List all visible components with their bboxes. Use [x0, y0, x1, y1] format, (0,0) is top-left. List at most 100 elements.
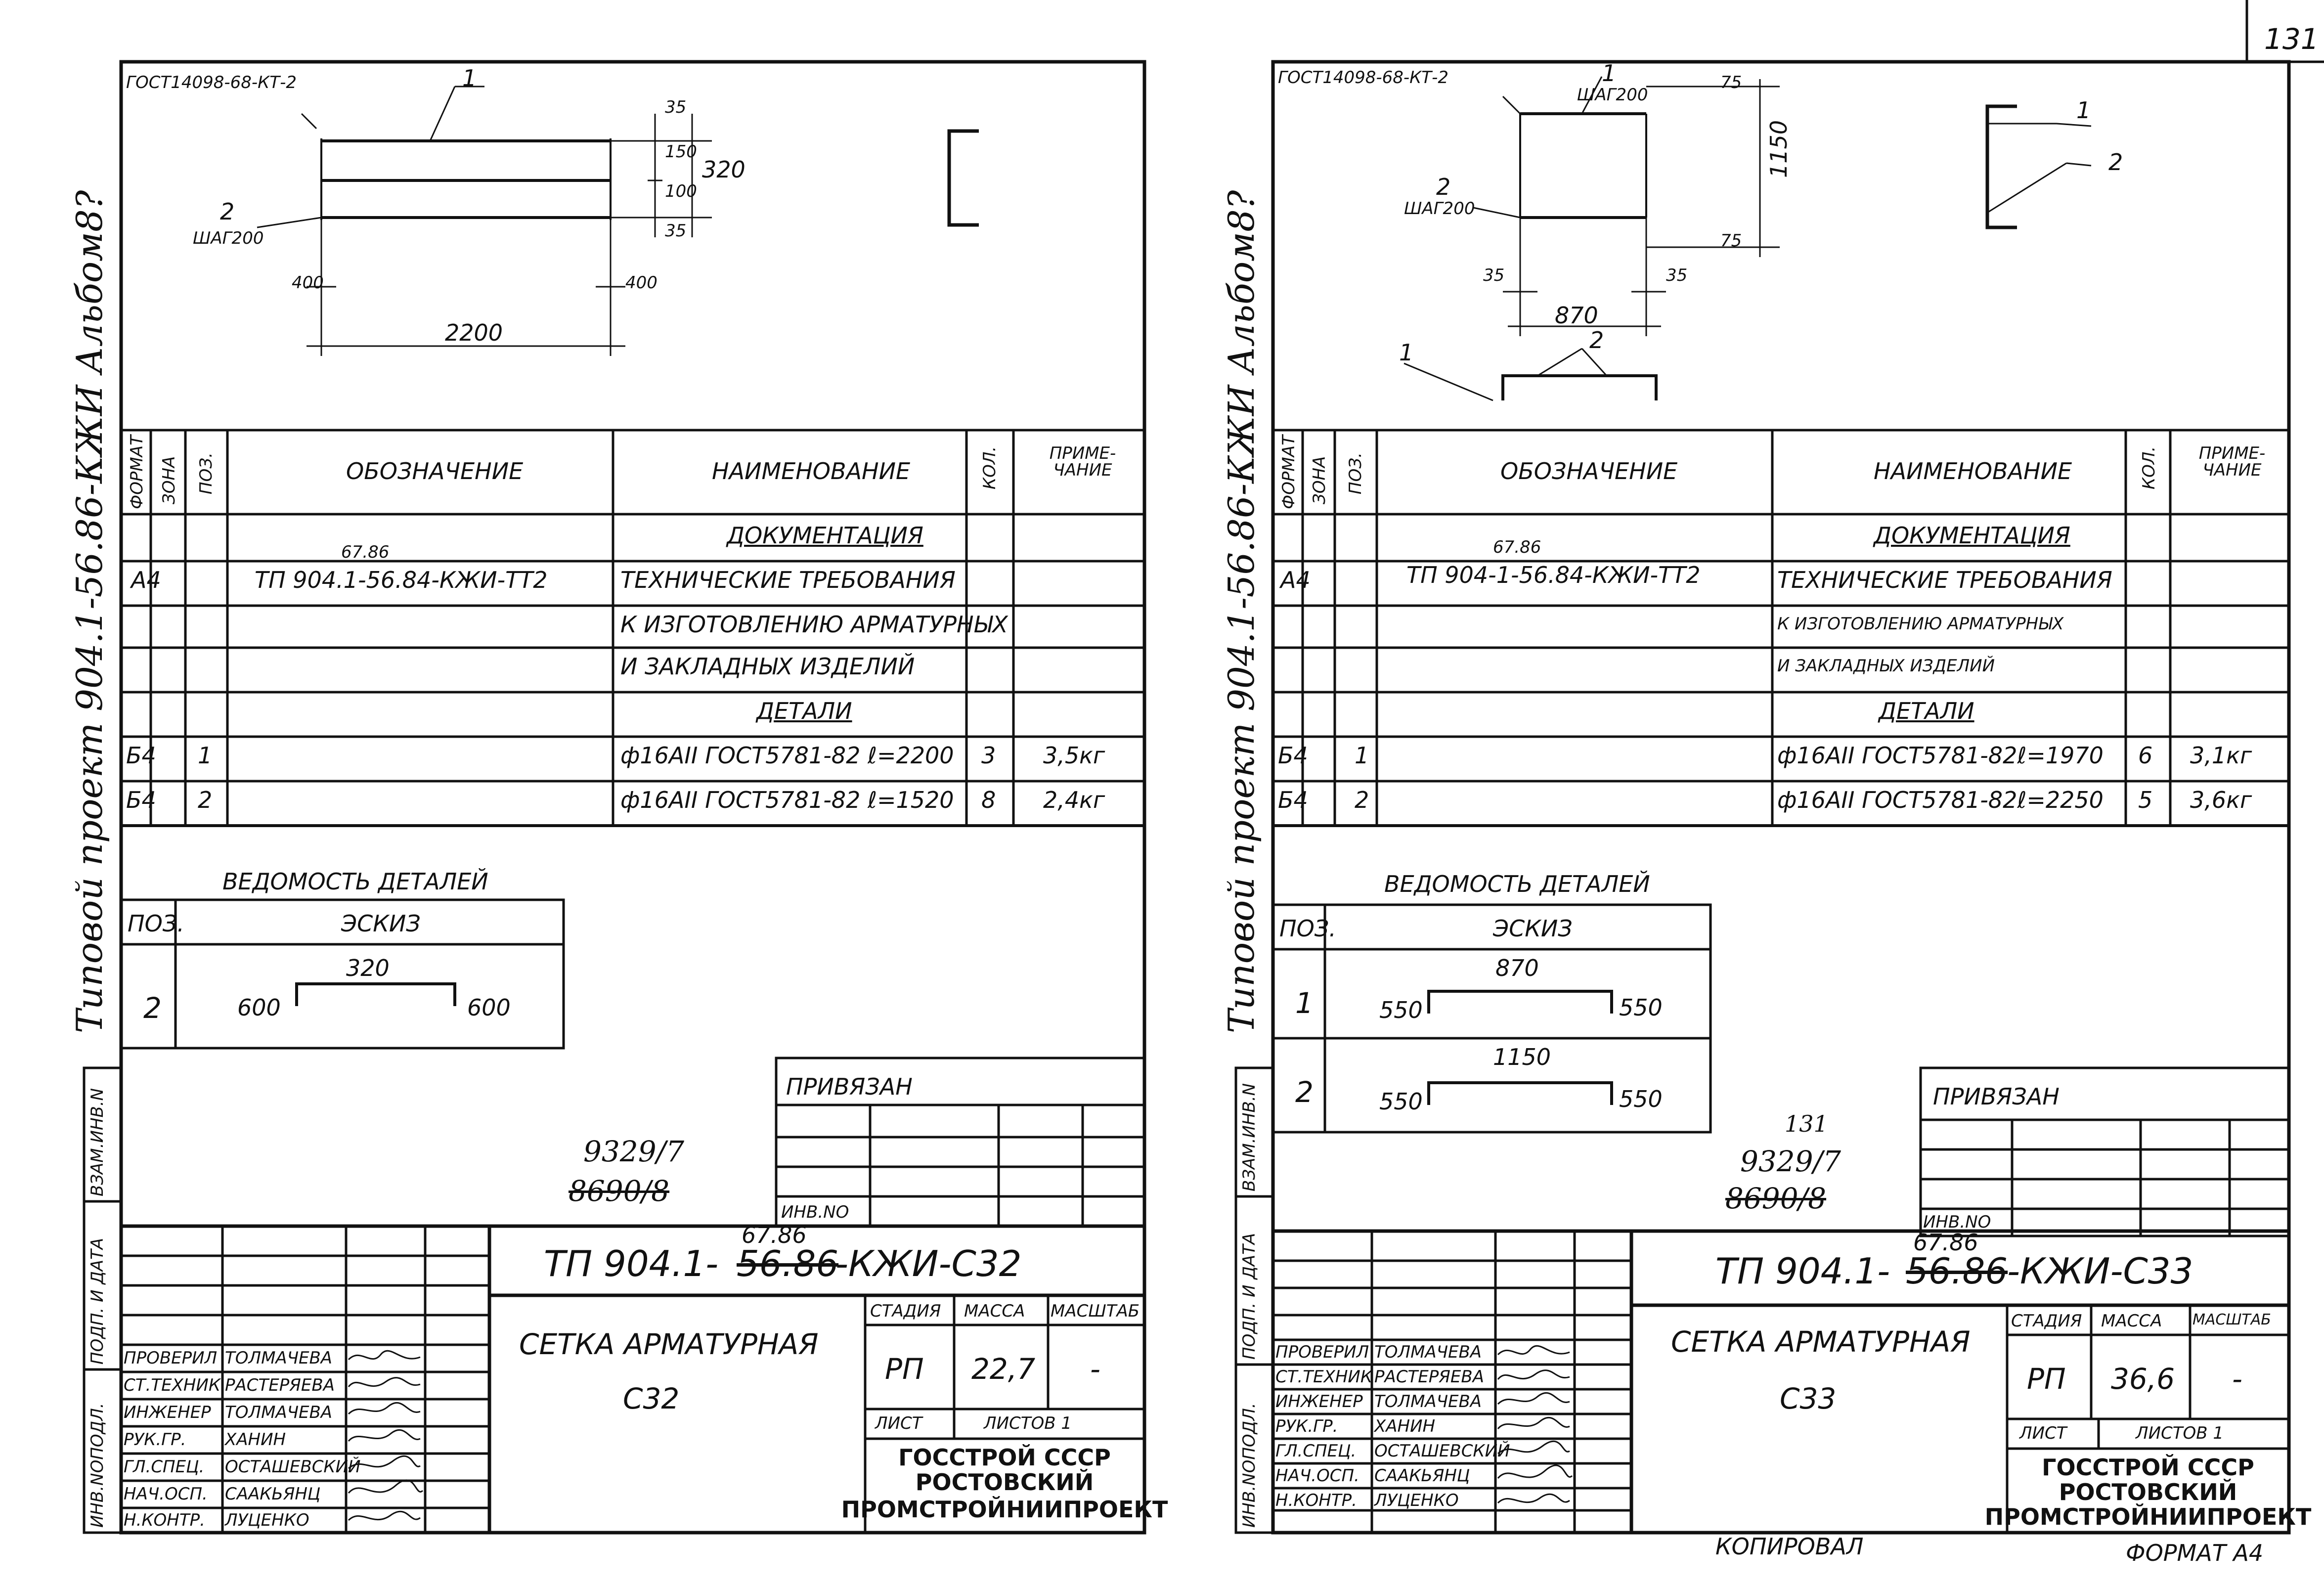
- details-item1-right-right: 550: [1619, 994, 1663, 1021]
- tb-mass-h-right: МАССА: [2101, 1311, 2162, 1331]
- section-pos1-right: 1: [1399, 339, 1414, 366]
- step1-label-right: ШАГ200: [1577, 85, 1648, 105]
- tb-sheet-h-right: ЛИСТ: [2019, 1423, 2067, 1443]
- pos1-label-right: 1: [1602, 60, 1617, 87]
- tb-org3-left: ПРОМСТРОЙНИИПРОЕКТ: [841, 1496, 1168, 1523]
- mesh-c33-drawing: [1403, 76, 2092, 401]
- doc-name-line3-left: И ЗАКЛАДНЫХ ИЗДЕЛИЙ: [620, 653, 915, 680]
- format-label: ФОРМАТ А4: [2126, 1540, 2264, 1566]
- role-7-left: Н.КОНТР.: [124, 1510, 205, 1530]
- step2-label-right: ШАГ200: [1404, 199, 1475, 219]
- tb-mass-left: 22,7: [971, 1352, 1036, 1386]
- person-5-right: ОСТАШЕВСКИЙ: [1374, 1441, 1510, 1461]
- row2-note-left: 2,4кг: [1043, 787, 1105, 813]
- row1-format-right: Б4: [1278, 742, 1308, 769]
- row2-format-left: Б4: [126, 787, 156, 813]
- section-parts-left: ДЕТАЛИ: [756, 698, 852, 724]
- spec-h-designation-right: ОБОЗНАЧЕНИЕ: [1500, 458, 1678, 485]
- dim-75a-right: 75: [1720, 73, 1742, 92]
- tb-code-suffix-right: -КЖИ-С33: [2007, 1250, 2193, 1292]
- details-h-sketch-right: ЭСКИЗ: [1493, 915, 1573, 942]
- details-h-sketch-left: ЭСКИЗ: [341, 910, 421, 937]
- section-docs-right: ДОКУМЕНТАЦИЯ: [1874, 522, 2070, 549]
- details-item1-pos-left: 2: [143, 991, 162, 1025]
- row2-qty-left: 8: [981, 787, 996, 813]
- archive-old-right: 8690/8: [1725, 1182, 1827, 1215]
- tb-scale-left: -: [1090, 1352, 1100, 1386]
- pos1-label-left: 1: [462, 65, 477, 91]
- details-item2-top-right: 1150: [1493, 1044, 1551, 1070]
- details-item1-left-right: 550: [1379, 997, 1423, 1023]
- doc-code-fix-left: 67.86: [341, 542, 390, 562]
- stamp-inv-replace-right: ВЗАМ.ИНВ.N: [1239, 1083, 1259, 1191]
- dim-35b-right: 35: [1666, 265, 1688, 285]
- archive-num-right: 9329/7: [1740, 1145, 1842, 1178]
- details-item1-top-left: 320: [346, 955, 390, 981]
- tb-sheets-h-right: ЛИСТОВ 1: [2136, 1423, 2224, 1443]
- dim-400a-left: 400: [292, 273, 324, 293]
- step-label-left: ШАГ200: [193, 228, 264, 248]
- role-5-right: ГЛ.СПЕЦ.: [1275, 1441, 1357, 1461]
- tb-scale-h-right: МАСШТАБ: [2192, 1311, 2271, 1328]
- spec-h-name-right: НАИМЕНОВАНИЕ: [1874, 458, 2072, 485]
- role-6-right: НАЧ.ОСП.: [1275, 1466, 1359, 1486]
- row2-format-right: Б4: [1278, 787, 1308, 813]
- bracket-pos2-right: 2: [2108, 149, 2123, 176]
- tb-stage-h-left: СТАДИЯ: [870, 1301, 941, 1321]
- tb-org2-right: РОСТОВСКИЙ: [2059, 1479, 2237, 1505]
- role-3-right: ИНЖЕНЕР: [1275, 1392, 1363, 1412]
- side-title-right: Типовой проект 904.1-56.86-КЖИ Альбом8?: [1221, 190, 1262, 1033]
- person-3-left: ТОЛМАЧЕВА: [225, 1403, 333, 1422]
- role-2-right: СТ.ТЕХНИК: [1275, 1367, 1372, 1387]
- tb-stage-h-right: СТАДИЯ: [2011, 1311, 2082, 1331]
- role-7-right: Н.КОНТР.: [1275, 1491, 1357, 1510]
- side-title-left: Типовой проект 904.1-56.86-КЖИ Альбом8?: [69, 190, 110, 1033]
- details-title-left: ВЕДОМОСТЬ ДЕТАЛЕЙ: [222, 868, 488, 895]
- spec-h-designation-left: ОБОЗНАЧЕНИЕ: [346, 458, 524, 485]
- spec-h-qty-right: КОЛ.: [2139, 446, 2159, 489]
- copied-by: КОПИРОВАЛ: [1715, 1533, 1864, 1560]
- details-title-right: ВЕДОМОСТЬ ДЕТАЛЕЙ: [1384, 871, 1650, 897]
- tb-sheets-h-left: ЛИСТОВ 1: [984, 1413, 1072, 1433]
- tb-code-prefix-right: ТП 904.1-: [1715, 1250, 1890, 1292]
- person-3-right: ТОЛМАЧЕВА: [1374, 1392, 1482, 1412]
- role-1-left: ПРОВЕРИЛ: [124, 1348, 218, 1368]
- tb-scale-right: -: [2232, 1362, 2242, 1396]
- row2-pos-right: 2: [1355, 787, 1369, 813]
- row1-qty-left: 3: [981, 742, 996, 769]
- details-h-pos-right: ПОЗ.: [1279, 915, 1336, 942]
- role-5-left: ГЛ.СПЕЦ.: [124, 1457, 205, 1477]
- row2-name-right: ф16АII ГОСТ5781-82ℓ=2250: [1777, 787, 2104, 813]
- person-6-left: СААКЬЯНЦ: [225, 1484, 321, 1504]
- row2-pos-left: 2: [198, 787, 213, 813]
- tb-stage-left: РП: [885, 1352, 924, 1386]
- pos2-label-left: 2: [220, 198, 235, 225]
- pos2-label-right: 2: [1436, 174, 1451, 200]
- details-item2-left-right: 550: [1379, 1088, 1423, 1115]
- row1-name-right: ф16АII ГОСТ5781-82ℓ=1970: [1777, 742, 2104, 769]
- row1-note-left: 3,5кг: [1043, 742, 1105, 769]
- tb-code-prefix-left: ТП 904.1-: [544, 1243, 719, 1284]
- person-7-left: ЛУЦЕНКО: [225, 1510, 309, 1530]
- person-1-left: ТОЛМАЧЕВА: [225, 1348, 333, 1368]
- inv-no-left: ИНВ.NО: [781, 1202, 849, 1222]
- person-1-right: ТОЛМАЧЕВА: [1374, 1342, 1482, 1362]
- tb-code-new-right: 67.86: [1913, 1229, 1978, 1256]
- spec-h-name-left: НАИМЕНОВАНИЕ: [712, 458, 911, 485]
- doc-name-line2-right: К ИЗГОТОВЛЕНИЮ АРМАТУРНЫХ: [1777, 614, 2064, 634]
- stamp-inv-podl-left: ИНВ.NОПОДЛ.: [88, 1403, 107, 1528]
- role-2-left: СТ.ТЕХНИК: [124, 1375, 220, 1395]
- person-4-right: ХАНИН: [1374, 1416, 1436, 1436]
- doc-code-right: ТП 904-1-56.84-КЖИ-ТТ2: [1406, 562, 1701, 588]
- spec-h-note-left: ПРИМЕ-ЧАНИЕ: [1049, 443, 1116, 480]
- stamp-sign-date-left: ПОДП. И ДАТА: [88, 1237, 107, 1365]
- details-item1-top-right: 870: [1495, 955, 1539, 981]
- role-1-right: ПРОВЕРИЛ: [1275, 1342, 1369, 1362]
- tb-mark-right: С33: [1780, 1382, 1837, 1415]
- doc-format-left: А4: [131, 567, 161, 593]
- doc-name-line1-left: ТЕХНИЧЕСКИЕ ТРЕБОВАНИЯ: [620, 567, 956, 593]
- tb-org1-right: ГОССТРОЙ СССР: [2042, 1454, 2254, 1481]
- gost-note-left: ГОСТ14098-68-КТ-2: [126, 73, 297, 92]
- tb-org3-right: ПРОМСТРОЙНИИПРОЕКТ: [1984, 1503, 2312, 1530]
